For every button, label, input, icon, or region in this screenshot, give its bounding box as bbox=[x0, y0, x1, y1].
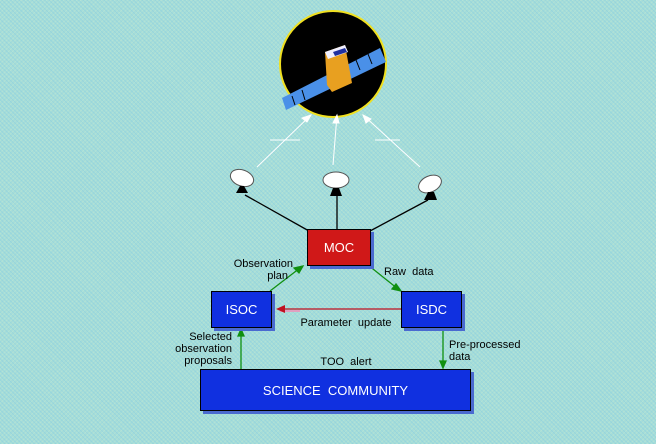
moc-node[interactable]: MOC bbox=[307, 229, 371, 266]
satellite-icon bbox=[279, 10, 387, 118]
observation-plan-label: Observation plan bbox=[221, 258, 293, 282]
antenna-links bbox=[244, 194, 429, 232]
antenna-dish-icon bbox=[322, 171, 350, 196]
parameter-update-arrow bbox=[276, 305, 401, 313]
label-line: Pre-processed bbox=[449, 339, 521, 351]
data-flow-arrows bbox=[237, 264, 447, 370]
selected-proposals-label: Selected observation proposals bbox=[170, 331, 232, 367]
label-line: plan bbox=[267, 270, 288, 282]
label-line: observation bbox=[175, 343, 232, 355]
label-line: Observation bbox=[233, 258, 293, 270]
preprocessed-data-label: Pre-processed data bbox=[449, 339, 521, 363]
antenna-dish-icon bbox=[229, 168, 255, 193]
label-line: Parameter update bbox=[300, 317, 392, 329]
parameter-update-label: Parameter update TOO alert bbox=[291, 293, 401, 380]
downlink-signals bbox=[256, 113, 421, 168]
antenna-dish-icon bbox=[418, 174, 442, 200]
science-community-node[interactable]: SCIENCE COMMUNITY bbox=[200, 369, 471, 411]
label-line: Selected bbox=[189, 331, 232, 343]
isdc-node[interactable]: ISDC bbox=[401, 291, 462, 328]
raw-data-label: Raw data bbox=[384, 266, 434, 278]
label-line: TOO alert bbox=[320, 356, 372, 368]
label-line: data bbox=[449, 351, 471, 363]
label-line: proposals bbox=[184, 355, 232, 367]
isoc-node[interactable]: ISOC bbox=[211, 291, 272, 328]
